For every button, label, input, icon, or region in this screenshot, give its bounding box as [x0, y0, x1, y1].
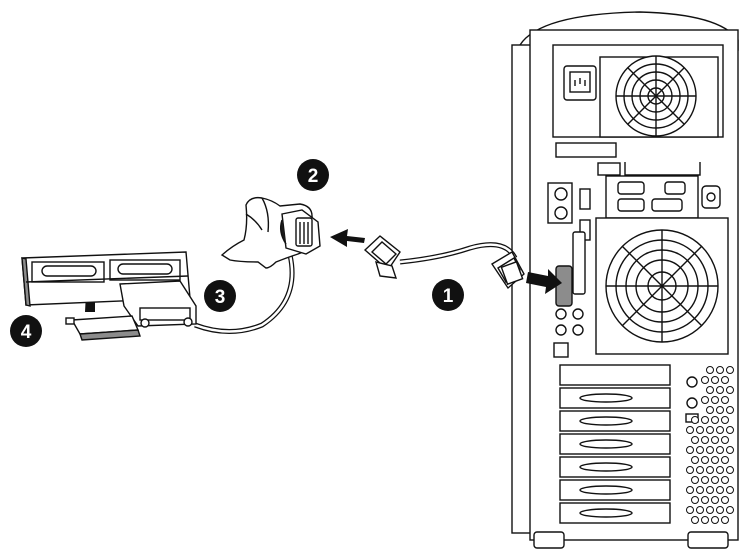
terminator-icon: [65, 315, 141, 341]
step-number-3: 3: [215, 287, 226, 308]
psu-fan-grille: [615, 55, 697, 137]
vent-holes: [686, 366, 734, 524]
free-cable-connector: [363, 235, 401, 279]
drive-side-connector: [119, 280, 197, 328]
step-number-2: 2: [308, 166, 319, 187]
step-number-4: 4: [21, 322, 32, 343]
power-supply: [552, 44, 724, 138]
tower-computer-icon: [511, 11, 739, 549]
io-ports: [547, 175, 721, 358]
step-badge-4: 4: [10, 315, 42, 347]
tower-side-connector: [491, 251, 525, 290]
step-badge-2: 2: [297, 159, 329, 191]
scsi-cable-icon: [194, 242, 518, 334]
step-badge-3: 3: [204, 280, 236, 312]
expansion-slots: [559, 364, 671, 524]
hand-icon: [220, 196, 321, 269]
rear-fan-grille: [595, 217, 729, 355]
step-badge-1: 1: [432, 279, 464, 311]
step-number-1: 1: [443, 286, 454, 307]
